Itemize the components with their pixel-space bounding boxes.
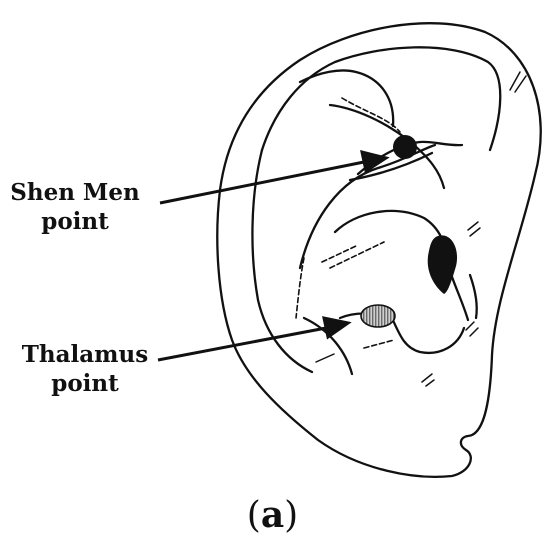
shen-men-arrow (159, 160, 365, 205)
caption-close: ) (284, 495, 299, 536)
shen-men-label: Shen Men point (4, 178, 146, 236)
hatch-mark-5 (315, 353, 335, 363)
scapha-line (251, 148, 314, 374)
thalamus-label-line2: point (51, 370, 119, 397)
lobe-inner (302, 316, 354, 376)
sketch-dash-2 (329, 241, 385, 269)
hatch-mark-2 (467, 221, 481, 237)
antihelix-upper-crus (298, 69, 395, 128)
antihelix-body (328, 103, 446, 190)
sketch-dash-5 (295, 257, 305, 319)
sketch-dash-4 (363, 339, 395, 349)
antitragus (338, 312, 466, 355)
sketch-dash-1 (321, 245, 357, 263)
black-concha-spot (427, 235, 458, 294)
hatch-mark-1 (509, 71, 527, 93)
shen-men-label-line1: Shen Men (10, 179, 140, 206)
caption-letter: a (260, 494, 285, 536)
shen-men-label-line2: point (41, 208, 109, 235)
caption-open: ( (246, 495, 261, 536)
thalamus-label: Thalamus point (20, 340, 150, 398)
tragus-edge (468, 273, 478, 320)
shen-men-arrowhead (360, 149, 390, 174)
thalamus-point-marker (360, 304, 396, 328)
thalamus-label-line1: Thalamus (21, 341, 149, 368)
hatch-mark-4 (421, 373, 435, 387)
figure-caption: (a) (0, 494, 545, 536)
thalamus-arrowhead (322, 316, 352, 340)
sketch-dash-3 (341, 97, 401, 133)
helix-inner-rim (260, 46, 502, 152)
thalamus-arrow (157, 326, 327, 362)
antihelix-descending (298, 143, 437, 270)
ear-outline (216, 22, 542, 478)
fossa-line (348, 151, 434, 182)
shen-men-point-marker (393, 135, 417, 159)
hatch-mark-3 (465, 321, 479, 337)
